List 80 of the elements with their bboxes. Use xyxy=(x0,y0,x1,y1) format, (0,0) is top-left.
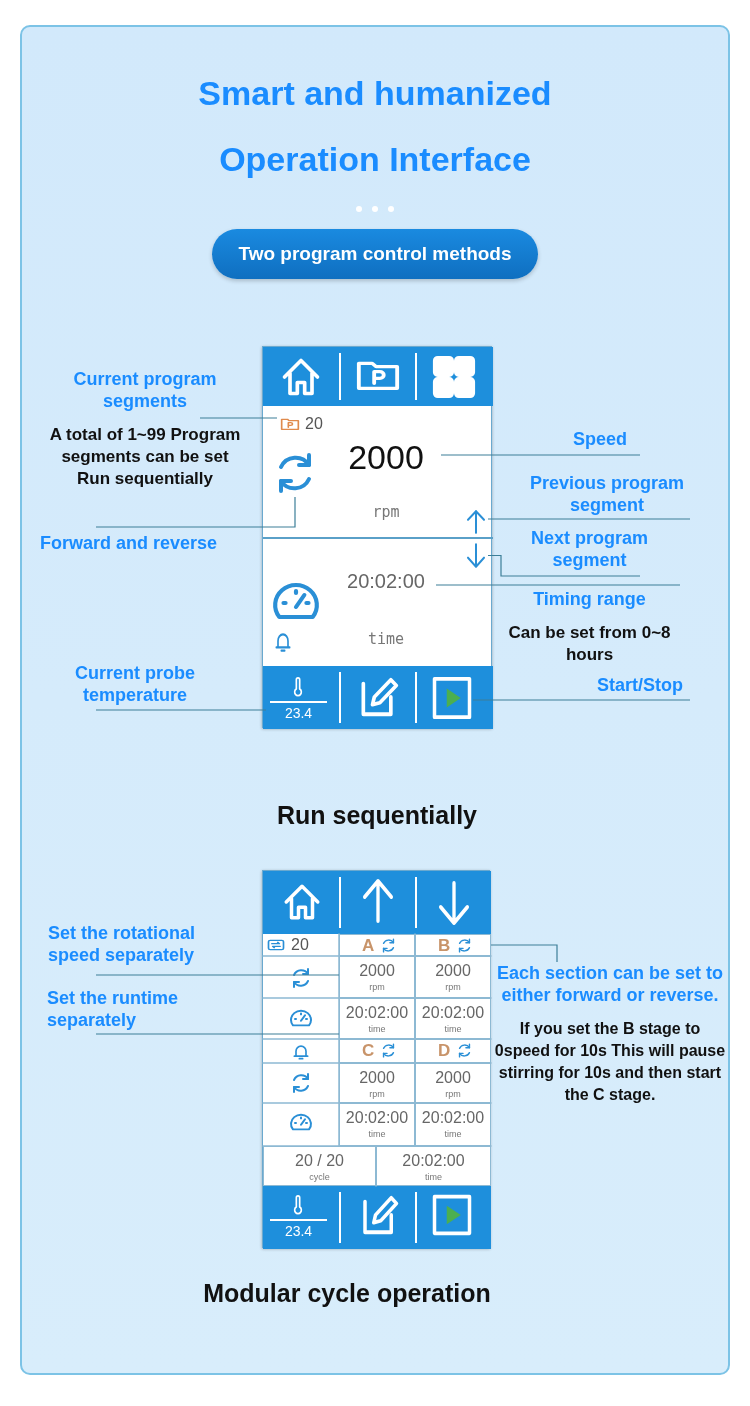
cell-value: 20:02:00 xyxy=(420,1003,486,1023)
cell-value: 2000 xyxy=(358,1068,396,1088)
unit-label: cycle xyxy=(308,1172,331,1182)
leader-line xyxy=(487,554,641,577)
leader-line xyxy=(95,974,340,976)
temperature-value: 23.4 xyxy=(283,1223,314,1239)
callout-label: Forward and reverse xyxy=(40,522,246,558)
callout-label: Current program segments xyxy=(72,368,218,412)
section-pill: Two program control methods xyxy=(212,229,538,279)
stage-header-cell xyxy=(339,934,415,956)
section-caption: Modular cycle operation xyxy=(202,1278,492,1309)
program-count: 20 xyxy=(291,935,309,955)
data-cell xyxy=(339,956,415,998)
unit-label: rpm xyxy=(368,1089,386,1099)
data-cell xyxy=(339,998,415,1039)
temperature-value: 23.4 xyxy=(283,705,314,721)
leader-line xyxy=(487,518,691,520)
stage-header-cell xyxy=(415,1039,491,1063)
callout-label: Current probe temperature xyxy=(50,662,220,714)
stage-letter: D xyxy=(438,1041,451,1061)
leader-line xyxy=(472,699,691,701)
stage-letter: C xyxy=(362,1041,375,1061)
unit-label: rpm xyxy=(444,982,462,992)
device-screen xyxy=(262,346,492,728)
callout-note: If you set the B stage to 0speed for 10s This will pause stirring for 10s and then start the C stage. xyxy=(493,1019,727,1105)
section-caption: Run sequentially xyxy=(275,800,478,831)
data-cell xyxy=(376,1146,491,1186)
data-cell xyxy=(415,1103,491,1146)
unit-label: time xyxy=(367,1129,387,1139)
leader-line xyxy=(95,709,267,711)
leader-line xyxy=(440,454,641,456)
program-count: 20 xyxy=(305,414,323,434)
leader-line xyxy=(490,944,558,963)
page-title: Smart and humanized Operation Interface xyxy=(197,73,553,180)
cell-value: 20 / 20 xyxy=(294,1151,345,1171)
callout-label: Next program segment xyxy=(497,527,682,579)
play-icon xyxy=(431,675,473,721)
callout-label: Start/Stop xyxy=(560,674,720,704)
unit-label: time xyxy=(443,1024,463,1034)
data-cell xyxy=(263,1146,376,1186)
unit-label: time xyxy=(366,630,406,648)
callout-label: Set the runtime separately xyxy=(47,987,247,1037)
data-cell xyxy=(415,1063,491,1103)
cell-value: 2000 xyxy=(358,961,396,981)
down-arrow-icon xyxy=(464,542,488,569)
leader-line xyxy=(435,584,681,586)
data-cell xyxy=(339,1103,415,1146)
leader-line xyxy=(199,417,278,419)
leader-line xyxy=(95,496,296,528)
cell-value: 20:02:00 xyxy=(344,1108,410,1128)
cell-value: 2000 xyxy=(434,1068,472,1088)
cell-value: 20:02:00 xyxy=(401,1151,466,1171)
callout-label: Timing range xyxy=(532,588,647,610)
callout-note: Can be set from 0~8 hours xyxy=(507,622,672,666)
callout-label: Set the rotational speed separately xyxy=(48,922,248,980)
data-cell xyxy=(339,1063,415,1103)
unit-label: time xyxy=(367,1024,387,1034)
speed-value: 2000 xyxy=(347,437,425,478)
unit-label: time xyxy=(443,1129,463,1139)
stage-letter: B xyxy=(438,936,451,956)
data-cell xyxy=(415,956,491,998)
unit-label: time xyxy=(424,1172,443,1182)
callout-label: Speed xyxy=(540,428,660,458)
cell-value: 20:02:00 xyxy=(344,1003,410,1023)
device-screen xyxy=(262,870,490,1248)
callout-label: Previous program segment xyxy=(497,472,717,522)
callout-label: Each section can be set to either forward or reverse. xyxy=(495,962,725,1006)
stage-header-cell xyxy=(415,934,491,956)
stage-letter: A xyxy=(362,936,375,956)
up-arrow-icon xyxy=(464,509,488,535)
data-cell xyxy=(415,998,491,1039)
stage-header-cell xyxy=(339,1039,415,1063)
unit-label: rpm xyxy=(368,982,386,992)
time-value: 20:02:00 xyxy=(346,569,426,594)
callout-note: A total of 1~99 Program segments can be set Run sequentially xyxy=(48,424,242,490)
cell-value: 20:02:00 xyxy=(420,1108,486,1128)
unit-label: rpm xyxy=(444,1089,462,1099)
unit-label: rpm xyxy=(371,503,401,521)
leader-line xyxy=(95,1033,340,1035)
cell-value: 2000 xyxy=(434,961,472,981)
